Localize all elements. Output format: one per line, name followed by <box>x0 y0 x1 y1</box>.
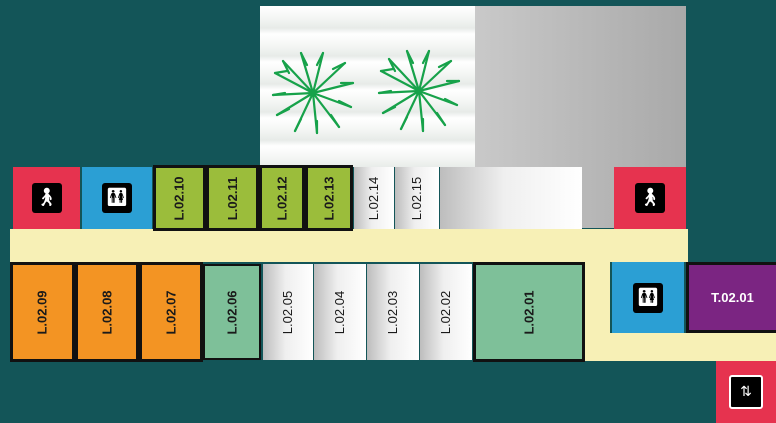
stairs-icon: 🚶︎ <box>31 183 62 213</box>
room-label: L.02.14 <box>366 176 382 220</box>
room-label: L.02.05 <box>280 290 296 334</box>
room-L0212[interactable]: L.02.12 <box>259 165 305 231</box>
room-L0213[interactable]: L.02.13 <box>305 165 353 231</box>
room-label: L.02.06 <box>224 289 240 335</box>
room-L0206[interactable]: L.02.06 <box>203 264 261 360</box>
room-label: L.02.12 <box>274 175 290 221</box>
room-label: L.02.11 <box>225 176 240 220</box>
room-T0201[interactable]: T.02.01 <box>686 262 776 333</box>
room-label: L.02.10 <box>172 175 187 221</box>
room-label: L.02.07 <box>163 289 179 335</box>
room-label: L.02.01 <box>521 289 537 335</box>
toilet-icon: 🚻︎ <box>633 282 663 313</box>
room-label: L.02.08 <box>99 289 115 335</box>
corridor-east-lower <box>585 333 776 361</box>
room-label: T.02.01 <box>711 290 754 305</box>
room-L0211[interactable]: L.02.11 <box>206 165 259 231</box>
stairs-east[interactable]: 🚶︎ <box>614 167 686 229</box>
room-label: L.02.09 <box>35 289 50 335</box>
elevator-icon: ⇅ <box>729 375 763 409</box>
room-label: L.02.15 <box>409 176 425 220</box>
toilet-east[interactable]: 🚻︎ <box>612 262 684 333</box>
corridor-main <box>10 229 688 262</box>
toilet-north[interactable]: 🚻︎ <box>82 167 152 229</box>
room-label: L.02.02 <box>438 290 454 334</box>
room-L0215[interactable]: L.02.15 <box>395 167 439 229</box>
stairs-icon: 🚶︎ <box>635 183 665 213</box>
room-L0204[interactable]: L.02.04 <box>314 264 366 360</box>
room-L0202[interactable]: L.02.02 <box>420 264 472 360</box>
room-L0210[interactable]: L.02.10 <box>153 165 206 231</box>
stairs-west[interactable]: 🚶︎ <box>13 167 80 229</box>
room-L0209[interactable]: L.02.09 <box>10 262 75 362</box>
room-L0208[interactable]: L.02.08 <box>75 262 139 362</box>
room-label: L.02.04 <box>332 290 348 334</box>
room-L0201[interactable]: L.02.01 <box>473 262 585 362</box>
room-L0203[interactable]: L.02.03 <box>367 264 419 360</box>
toilet-icon: 🚻︎ <box>102 183 132 213</box>
room-label: L.02.03 <box>385 290 401 334</box>
elevator[interactable]: ⇅ <box>716 361 776 423</box>
room-label: L.02.13 <box>321 175 337 221</box>
plant-icon <box>377 49 461 133</box>
plant-icon <box>271 51 355 135</box>
room-L0207[interactable]: L.02.07 <box>139 262 203 362</box>
atrium-edge <box>440 167 582 229</box>
room-L0205[interactable]: L.02.05 <box>263 264 313 360</box>
room-L0214[interactable]: L.02.14 <box>354 167 394 229</box>
